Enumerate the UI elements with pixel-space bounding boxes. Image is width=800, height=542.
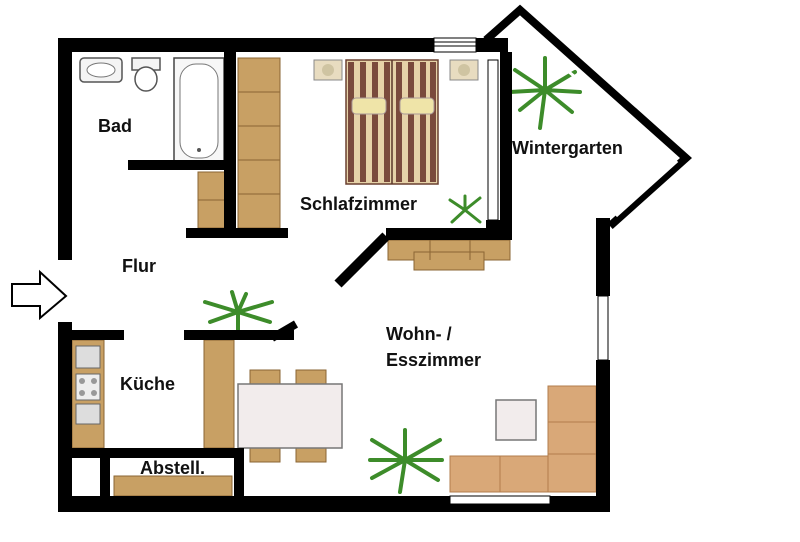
window (597, 295, 609, 361)
kitchen-counter (71, 339, 105, 449)
room-label-wintergarten: Wintergarten (512, 138, 623, 158)
bathtub-icon (173, 57, 225, 165)
dining-table-icon (237, 369, 343, 463)
room-label-esszimmer: Esszimmer (386, 350, 481, 370)
diagonal-wall (334, 232, 390, 288)
diagonal-wall (269, 320, 299, 342)
stove-icon (75, 373, 101, 401)
bed-icon (313, 59, 479, 185)
room-label-kueche: Küche (120, 374, 175, 394)
room-label-flur: Flur (122, 256, 156, 276)
room-label-bad: Bad (98, 116, 132, 136)
window (449, 495, 551, 505)
window (433, 37, 477, 53)
sink-icon (79, 57, 123, 83)
plant-icon (448, 194, 482, 224)
storage-shelf (113, 475, 233, 497)
room-label-abstell: Abstell. (140, 458, 205, 478)
plant-icon (368, 428, 444, 494)
window (487, 59, 499, 221)
wardrobe (237, 57, 281, 229)
kitchen-cabinet (203, 339, 235, 449)
sofa-icon (449, 385, 597, 493)
hall-cabinet (197, 171, 227, 229)
room-label-wohn: Wohn- / (386, 324, 452, 344)
sideboard (387, 239, 511, 271)
plant-icon (508, 56, 582, 130)
entrance-arrow-icon (11, 269, 68, 321)
room-label-schlafzimmer: Schlafzimmer (300, 194, 417, 214)
wintergarten-glass (511, 22, 679, 218)
toilet-icon (131, 57, 161, 92)
plant-icon (203, 290, 274, 332)
wintergarten-wall (483, 4, 693, 229)
